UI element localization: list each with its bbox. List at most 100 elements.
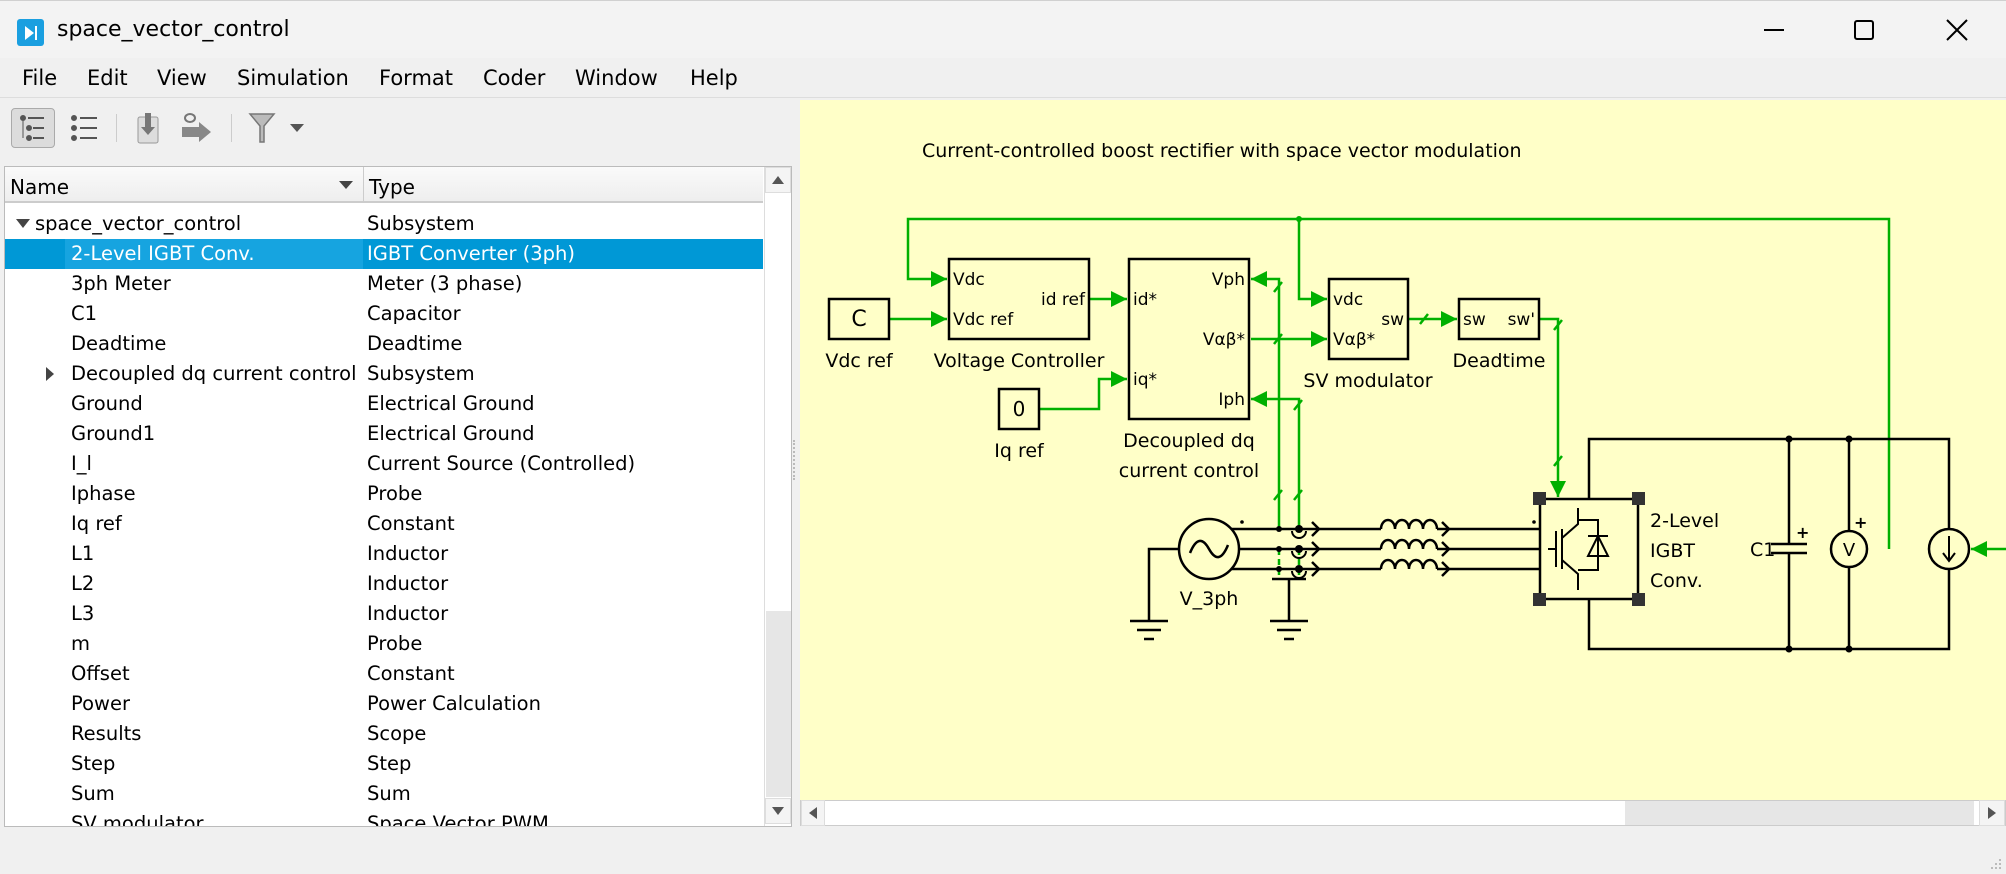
menu-window[interactable]: Window bbox=[575, 66, 658, 90]
deadtime-block[interactable] bbox=[1457, 297, 1541, 341]
resize-grip-icon[interactable] bbox=[1988, 856, 2002, 870]
iq-ref-value: 0 bbox=[1013, 397, 1026, 421]
selection-handle[interactable] bbox=[1632, 492, 1645, 505]
sort-arrow-icon[interactable] bbox=[338, 180, 354, 190]
tree-row-root[interactable]: space_vector_control Subsystem bbox=[5, 209, 763, 239]
column-header-type[interactable]: Type bbox=[369, 175, 415, 199]
row-name: Results bbox=[71, 722, 142, 745]
menu-coder[interactable]: Coder bbox=[483, 66, 546, 90]
decoupled-dq-block[interactable] bbox=[1127, 257, 1251, 421]
scroll-left-button[interactable] bbox=[801, 800, 825, 826]
filter-icon bbox=[248, 113, 276, 143]
row-type: Inductor bbox=[367, 602, 449, 625]
decoupled-label: current control bbox=[1119, 460, 1259, 482]
sv-modulator-label: SV modulator bbox=[1303, 370, 1432, 392]
tree-row[interactable]: C1 Capacitor bbox=[5, 299, 763, 329]
sv-modulator-block[interactable] bbox=[1327, 277, 1410, 361]
close-icon bbox=[1946, 19, 1968, 41]
voltage-controller-label: Voltage Controller bbox=[934, 350, 1105, 372]
port-label: sw' bbox=[1508, 310, 1535, 330]
close-button[interactable] bbox=[1927, 9, 1987, 51]
menu-simulation[interactable]: Simulation bbox=[237, 66, 349, 90]
row-name: Sum bbox=[71, 782, 115, 805]
igbt-converter[interactable]: 2-Level IGBT Conv. bbox=[1533, 492, 1719, 606]
minimize-button[interactable] bbox=[1744, 9, 1804, 51]
igbt-label: 2-Level bbox=[1650, 510, 1719, 532]
menu-format[interactable]: Format bbox=[379, 66, 454, 90]
tree-row[interactable]: 2-Level IGBT Conv.IGBT Converter (3ph) bbox=[5, 239, 763, 269]
vdc-ref-block[interactable] bbox=[827, 297, 891, 341]
row-name: 2-Level IGBT Conv. bbox=[65, 239, 363, 269]
flat-list-button[interactable] bbox=[62, 108, 106, 148]
collapsed-arrow-icon[interactable] bbox=[45, 366, 55, 382]
menu-view[interactable]: View bbox=[157, 66, 207, 90]
scroll-up-button[interactable] bbox=[765, 167, 791, 193]
scrollbar-thumb[interactable] bbox=[1625, 801, 1974, 825]
schematic-canvas[interactable]: Current-controlled boost rectifier with … bbox=[800, 100, 2006, 800]
filter-dropdown-button[interactable] bbox=[283, 108, 311, 148]
scrollbar-thumb[interactable] bbox=[766, 611, 791, 797]
menu-help[interactable]: Help bbox=[690, 66, 738, 90]
maximize-button[interactable] bbox=[1834, 9, 1894, 51]
polarity-mark: + bbox=[1796, 523, 1809, 542]
column-divider[interactable] bbox=[363, 167, 364, 203]
selection-handle[interactable] bbox=[1533, 593, 1546, 606]
port-label: id ref bbox=[1041, 290, 1086, 310]
selection-handle[interactable] bbox=[1632, 593, 1645, 606]
port-label: Vdc bbox=[953, 270, 985, 290]
voltage-controller-block[interactable] bbox=[947, 257, 1091, 341]
voltmeter[interactable]: V + bbox=[1829, 513, 1869, 569]
port-label: sw bbox=[1463, 310, 1486, 330]
toolbar-divider bbox=[231, 114, 232, 142]
window-title: space_vector_control bbox=[57, 17, 290, 42]
iq-ref-block[interactable] bbox=[997, 387, 1041, 431]
row-type: Constant bbox=[367, 662, 455, 685]
arrow-down-icon bbox=[772, 807, 784, 815]
arrow-left-icon bbox=[809, 807, 817, 819]
component-tree[interactable]: Name Type space_vector_control Subsystem… bbox=[4, 166, 792, 827]
scroll-right-button[interactable] bbox=[1979, 800, 2005, 826]
row-name: SV modulator bbox=[71, 812, 204, 827]
expanded-arrow-icon[interactable] bbox=[15, 218, 31, 230]
row-name: C1 bbox=[71, 302, 98, 325]
panel-splitter[interactable] bbox=[793, 440, 797, 480]
toolbar-divider bbox=[116, 114, 117, 142]
capacitor-c1[interactable]: C1 + bbox=[1750, 523, 1809, 561]
port-label: iq* bbox=[1133, 370, 1157, 390]
three-phase-source[interactable]: V_3ph bbox=[1177, 517, 1241, 610]
filter-button[interactable] bbox=[240, 108, 284, 148]
selection-handle[interactable] bbox=[1533, 492, 1546, 505]
hierarchical-view-button[interactable] bbox=[11, 108, 55, 148]
row-type: Capacitor bbox=[367, 302, 461, 325]
import-button[interactable] bbox=[126, 108, 170, 148]
menu-file[interactable]: File bbox=[22, 66, 58, 90]
link-button[interactable] bbox=[175, 108, 219, 148]
current-source[interactable] bbox=[1927, 527, 1971, 571]
vertical-scrollbar[interactable] bbox=[764, 167, 791, 826]
scroll-down-button[interactable] bbox=[765, 798, 791, 824]
horizontal-scrollbar[interactable] bbox=[800, 800, 2006, 826]
port-label: id* bbox=[1133, 290, 1157, 310]
schematic-diagram: Current-controlled boost rectifier with … bbox=[825, 140, 2006, 653]
menu-edit[interactable]: Edit bbox=[87, 66, 128, 90]
row-type: Inductor bbox=[367, 572, 449, 595]
column-header-name[interactable]: Name bbox=[10, 175, 70, 199]
